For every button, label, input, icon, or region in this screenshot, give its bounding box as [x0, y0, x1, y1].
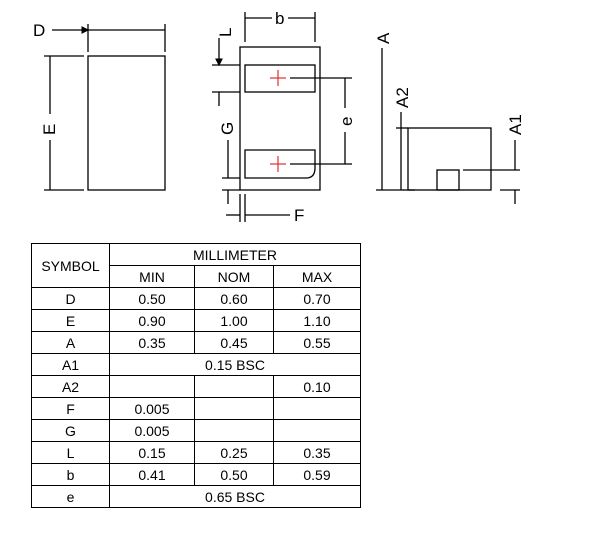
row-max: 0.35: [273, 441, 361, 464]
bottom-view: b L G e F: [212, 9, 356, 225]
row-max: [273, 419, 361, 442]
row-symbol: b: [31, 463, 110, 486]
bottom-view-body: [239, 46, 321, 191]
row-min: 0.005: [109, 419, 195, 442]
row-nom: [194, 397, 274, 420]
row-max: 0.55: [273, 331, 361, 354]
label-F: F: [294, 206, 304, 225]
side-view: A A2 A1: [374, 32, 525, 204]
row-symbol: A: [31, 331, 110, 354]
table-row: G 0.005: [31, 419, 361, 442]
row-span-value: 0.15 BSC: [109, 353, 361, 376]
row-min: 0.005: [109, 397, 195, 420]
column-header-min: MIN: [109, 265, 195, 288]
row-nom: [194, 419, 274, 442]
row-min: 0.15: [109, 441, 195, 464]
row-min: [109, 375, 195, 398]
table-row: A2 0.10: [31, 375, 361, 398]
row-symbol: A1: [31, 353, 110, 376]
table-row: e 0.65 BSC: [31, 485, 361, 508]
row-max: 0.70: [273, 287, 361, 310]
table-row: A1 0.15 BSC: [31, 353, 361, 376]
side-view-terminal: [436, 169, 460, 191]
package-outline-drawing: D E b L G: [33, 9, 525, 225]
label-b: b: [275, 9, 284, 28]
label-E: E: [40, 124, 59, 135]
row-symbol: E: [31, 309, 110, 332]
table-row: L 0.15 0.25 0.35: [31, 441, 361, 464]
label-D: D: [33, 21, 45, 40]
row-nom: 0.50: [194, 463, 274, 486]
row-max: 1.10: [273, 309, 361, 332]
table-row: D 0.50 0.60 0.70: [31, 287, 361, 310]
row-symbol: L: [31, 441, 110, 464]
row-symbol: A2: [31, 375, 110, 398]
row-max: 0.59: [273, 463, 361, 486]
row-min: 0.41: [109, 463, 195, 486]
row-symbol: e: [31, 485, 110, 508]
table-row: A 0.35 0.45 0.55: [31, 331, 361, 354]
label-e: e: [337, 117, 356, 126]
row-symbol: G: [31, 419, 110, 442]
row-nom: 0.45: [194, 331, 274, 354]
row-max: 0.10: [273, 375, 361, 398]
top-view: D E: [33, 21, 166, 191]
table-row: b 0.41 0.50 0.59: [31, 463, 361, 486]
row-min: 0.35: [109, 331, 195, 354]
row-nom: 0.25: [194, 441, 274, 464]
row-min: 0.50: [109, 287, 195, 310]
row-nom: 0.60: [194, 287, 274, 310]
row-max: [273, 397, 361, 420]
unit-header: MILLIMETER: [109, 243, 361, 266]
row-span-value: 0.65 BSC: [109, 485, 361, 508]
top-view-body: [87, 55, 166, 191]
pad-2: [244, 149, 316, 179]
table-row: F 0.005: [31, 397, 361, 420]
row-nom: [194, 375, 274, 398]
column-header-max: MAX: [273, 265, 361, 288]
pad-2-center-mark: [270, 156, 286, 172]
row-symbol: D: [31, 287, 110, 310]
symbol-header: SYMBOL: [31, 243, 110, 288]
pad-1-center-mark: [270, 70, 286, 86]
row-nom: 1.00: [194, 309, 274, 332]
label-G: G: [218, 122, 237, 135]
label-L: L: [216, 28, 235, 37]
label-A: A: [374, 32, 393, 44]
table-row: E 0.90 1.00 1.10: [31, 309, 361, 332]
row-min: 0.90: [109, 309, 195, 332]
dimension-table: SYMBOL MILLIMETER MIN NOM MAX D 0.50 0.6…: [31, 243, 361, 508]
label-A2: A2: [393, 87, 412, 108]
row-symbol: F: [31, 397, 110, 420]
side-view-body: [407, 127, 492, 191]
column-header-nom: NOM: [194, 265, 274, 288]
label-A1: A1: [506, 114, 525, 135]
